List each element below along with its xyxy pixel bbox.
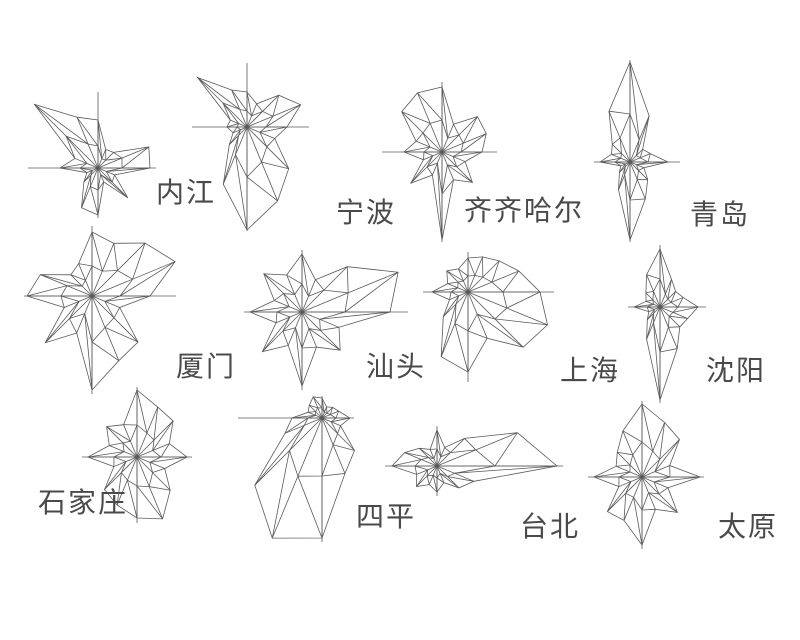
wind-rose-neijiang xyxy=(28,92,156,218)
wind-rose-shenyang xyxy=(628,245,706,403)
city-label-taibei: 台北 xyxy=(520,510,581,543)
wind-rose-shanghai xyxy=(423,252,554,382)
city-label-qiqihaer: 齐齐哈尔 xyxy=(464,194,585,227)
wind-rose-xiamen xyxy=(24,226,176,394)
wind-rose-qingdao xyxy=(594,60,680,242)
wind-rose-ningbo xyxy=(192,63,309,231)
city-label-siping: 四平 xyxy=(356,500,417,533)
city-label-taiyuan: 太原 xyxy=(718,510,779,543)
city-label-shijiazhuang: 石家庄 xyxy=(38,486,129,519)
wind-rose-siping xyxy=(238,396,355,542)
city-label-neijiang: 内江 xyxy=(156,176,217,209)
wind-rose-taibei xyxy=(385,426,563,496)
wind-rose-taiyuan xyxy=(588,401,704,549)
city-label-ningbo: 宁波 xyxy=(336,196,397,229)
city-label-shenyang: 沈阳 xyxy=(706,354,767,387)
wind-rose-shijiazhuang xyxy=(82,387,192,523)
wind-rose-qiqihaer xyxy=(382,82,497,242)
city-label-shantou: 汕头 xyxy=(366,350,427,383)
city-label-xiamen: 厦门 xyxy=(176,350,237,383)
wind-rose-shantou xyxy=(244,250,408,390)
city-label-shanghai: 上海 xyxy=(560,354,621,387)
city-label-qingdao: 青岛 xyxy=(690,198,751,231)
